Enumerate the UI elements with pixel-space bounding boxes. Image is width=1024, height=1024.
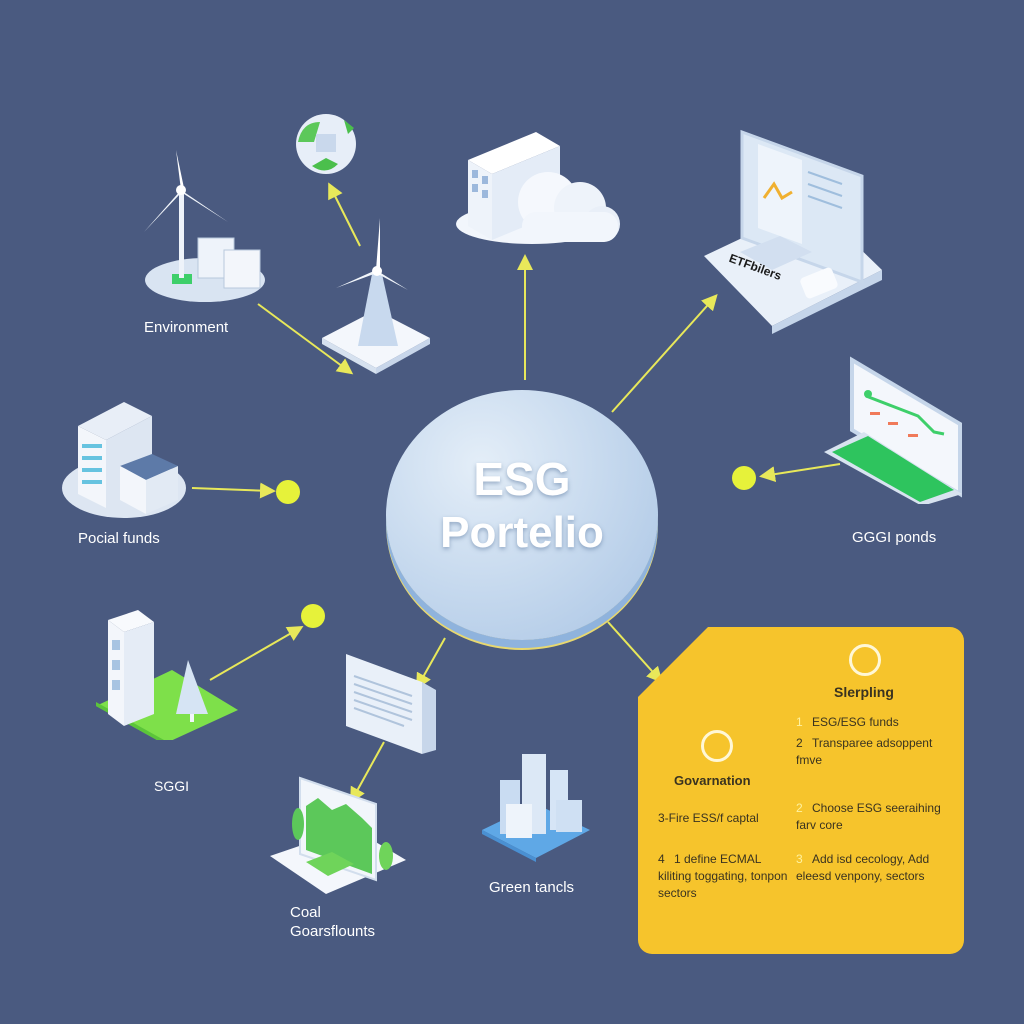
wind-turbine-icon xyxy=(144,150,265,302)
esg-portfolio-hub[interactable]: ESG Portelio xyxy=(386,390,658,640)
coal-label: Coal xyxy=(290,904,321,921)
connector-dot xyxy=(276,480,300,504)
green-bonds-label: Green tancls xyxy=(489,879,575,896)
laptop-analytics-icon xyxy=(704,129,882,334)
connector-dot xyxy=(301,604,325,628)
sterpling-heading: Slerpling xyxy=(834,684,894,700)
social-funds-label: Pocial funds xyxy=(78,530,160,547)
sterpling-circle-icon xyxy=(849,644,881,676)
gggi-ponds-label: GGGI ponds xyxy=(852,529,937,546)
office-building-icon xyxy=(62,402,186,518)
city-buildings-icon xyxy=(482,754,590,862)
cloud-building-icon xyxy=(456,132,620,244)
globe-icon xyxy=(296,114,356,174)
sggi-label: SGGI xyxy=(154,778,190,794)
hub-title-line2: Portelio xyxy=(440,508,604,557)
document-panel-icon xyxy=(346,654,436,754)
laptop-chart-icon xyxy=(824,356,962,504)
coal-sub-label: Goarsflounts xyxy=(290,923,376,940)
connector-dot xyxy=(732,466,756,490)
left-step-1: 3-Fire ESS/f captal xyxy=(658,811,759,825)
hub-title-line1: ESG xyxy=(473,453,571,505)
environment-label: Environment xyxy=(144,319,229,336)
governance-circle-icon xyxy=(701,730,733,762)
monitor-chart-icon xyxy=(270,776,406,894)
green-building-icon xyxy=(96,610,238,740)
governance-heading: Govarnation xyxy=(674,773,751,788)
wind-tower-icon xyxy=(322,218,430,374)
